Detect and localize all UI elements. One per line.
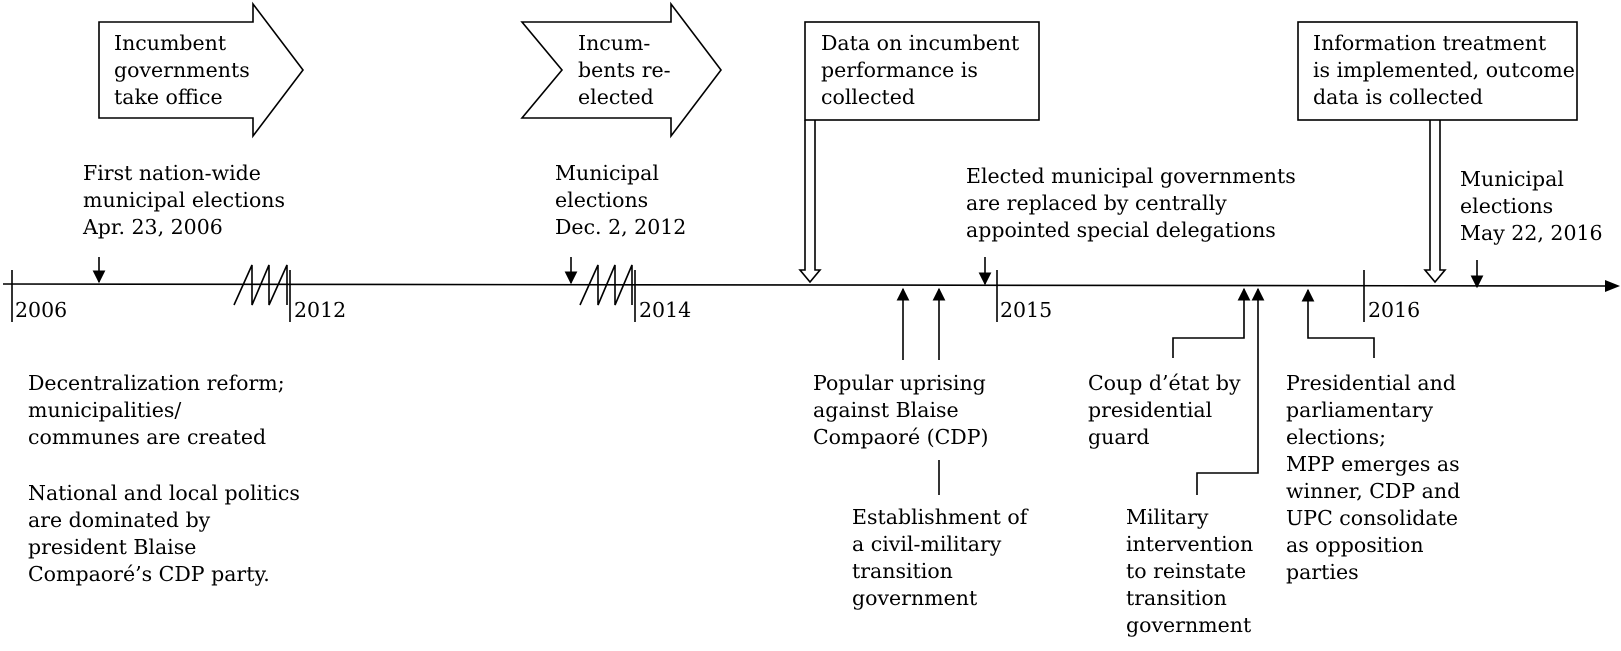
text-line: collected xyxy=(821,85,916,109)
event-presidential-elections: Presidential and parliamentary elections… xyxy=(1286,370,1460,586)
text-line: presidential xyxy=(1088,398,1213,422)
text-line: elections xyxy=(1460,194,1554,218)
text-line: are dominated by xyxy=(28,508,211,532)
text-line: Military xyxy=(1126,505,1209,529)
event-military-intervention: Military intervention to reinstate trans… xyxy=(1126,504,1253,639)
text-line: Municipal xyxy=(555,161,659,185)
arrow-military-intervention xyxy=(1196,287,1265,495)
text-line: appointed special delegations xyxy=(966,218,1276,242)
event-transition-gov: Establishment of a civil-military transi… xyxy=(852,504,1027,612)
label-treatment: Information treatment is implemented, ou… xyxy=(1313,30,1575,111)
arrow-coup xyxy=(1172,287,1251,358)
text-line: municipalities/ xyxy=(28,398,182,422)
text-line: Incum- xyxy=(578,31,651,55)
event-uprising: Popular uprising against Blaise Compaoré… xyxy=(813,370,989,451)
text-line: guard xyxy=(1088,425,1150,449)
text-line: as opposition xyxy=(1286,533,1424,557)
box-data-collected xyxy=(804,21,1040,121)
hollow-arrow-data-collected xyxy=(798,120,822,284)
text-line: Apr. 23, 2006 xyxy=(83,215,223,239)
text-line: Dec. 2, 2012 xyxy=(555,215,687,239)
year-label-2014: 2014 xyxy=(639,298,692,322)
text-line: Coup d’état by xyxy=(1088,371,1241,395)
text-line: Decentralization reform; xyxy=(28,371,285,395)
text-line: bents re- xyxy=(578,58,671,82)
arrow-box-incumbents-reelected xyxy=(520,1,723,139)
text-line: Compaoré’s CDP party. xyxy=(28,562,270,586)
text-line: Popular uprising xyxy=(813,371,986,395)
text-line: president Blaise xyxy=(28,535,197,559)
text-line: government xyxy=(852,586,978,610)
text-line: to reinstate xyxy=(1126,559,1247,583)
text-line: against Blaise xyxy=(813,398,959,422)
text-line: transition xyxy=(1126,586,1227,610)
text-line: Data on incumbent xyxy=(821,31,1020,55)
text-line: winner, CDP and xyxy=(1286,479,1461,503)
text-line: UPC consolidate xyxy=(1286,506,1458,530)
text-line: municipal elections xyxy=(83,188,286,212)
event-elections-2012: Municipal elections Dec. 2, 2012 xyxy=(555,160,686,241)
event-elections-2006: First nation-wide municipal elections Ap… xyxy=(83,160,285,241)
text-line: May 22, 2016 xyxy=(1460,221,1603,245)
axis-break-zigzag-1 xyxy=(233,264,288,306)
text-line: Incumbent xyxy=(114,31,227,55)
event-decentralization: Decentralization reform; municipalities/… xyxy=(28,370,285,451)
hollow-arrow-treatment xyxy=(1423,120,1447,284)
text-line: performance is xyxy=(821,58,978,82)
text-line: elections xyxy=(555,188,649,212)
text-line: government xyxy=(1126,613,1252,637)
text-line: Establishment of xyxy=(852,505,1028,529)
label-data-collected: Data on incumbent performance is collect… xyxy=(821,30,1019,111)
year-label-2016: 2016 xyxy=(1368,298,1421,322)
text-line: Elected municipal governments xyxy=(966,164,1296,188)
arrow-presidential-elections xyxy=(1301,288,1375,358)
year-label-2015: 2015 xyxy=(1000,298,1053,322)
text-line: take office xyxy=(114,85,223,109)
axis-arrowhead xyxy=(1605,280,1620,292)
text-line: MPP emerges as xyxy=(1286,452,1460,476)
text-line: Municipal xyxy=(1460,167,1564,191)
arrow-box-incumbents-take-office xyxy=(98,1,305,139)
text-line: parliamentary xyxy=(1286,398,1434,422)
event-national-politics: National and local politics are dominate… xyxy=(28,480,300,588)
text-line: is implemented, outcome xyxy=(1313,58,1575,82)
text-line: governments xyxy=(114,58,250,82)
event-special-delegations: Elected municipal governments are replac… xyxy=(966,163,1296,244)
text-line: Compaoré (CDP) xyxy=(813,425,989,449)
text-line: First nation-wide xyxy=(83,161,261,185)
label-incumbents-reelected: Incum- bents re- elected xyxy=(578,30,671,111)
year-label-2012: 2012 xyxy=(294,298,347,322)
text-line: communes are created xyxy=(28,425,267,449)
text-line: data is collected xyxy=(1313,85,1483,109)
box-treatment xyxy=(1297,21,1578,121)
text-line: intervention xyxy=(1126,532,1254,556)
axis-break-zigzag-2 xyxy=(579,264,633,306)
timeline-axis xyxy=(2,283,1606,287)
text-line: are replaced by centrally xyxy=(966,191,1227,215)
label-incumbents-take-office: Incumbent governments take office xyxy=(114,30,250,111)
event-coup: Coup d’état by presidential guard xyxy=(1088,370,1241,451)
text-line: elections; xyxy=(1286,425,1387,449)
text-line: National and local politics xyxy=(28,481,300,505)
text-line: elected xyxy=(578,85,654,109)
text-line: Presidential and xyxy=(1286,371,1456,395)
text-line: Information treatment xyxy=(1313,31,1547,55)
text-line: parties xyxy=(1286,560,1359,584)
text-line: a civil-military xyxy=(852,532,1002,556)
text-line: transition xyxy=(852,559,953,583)
year-label-2006: 2006 xyxy=(15,298,68,322)
event-elections-2016: Municipal elections May 22, 2016 xyxy=(1460,166,1603,247)
